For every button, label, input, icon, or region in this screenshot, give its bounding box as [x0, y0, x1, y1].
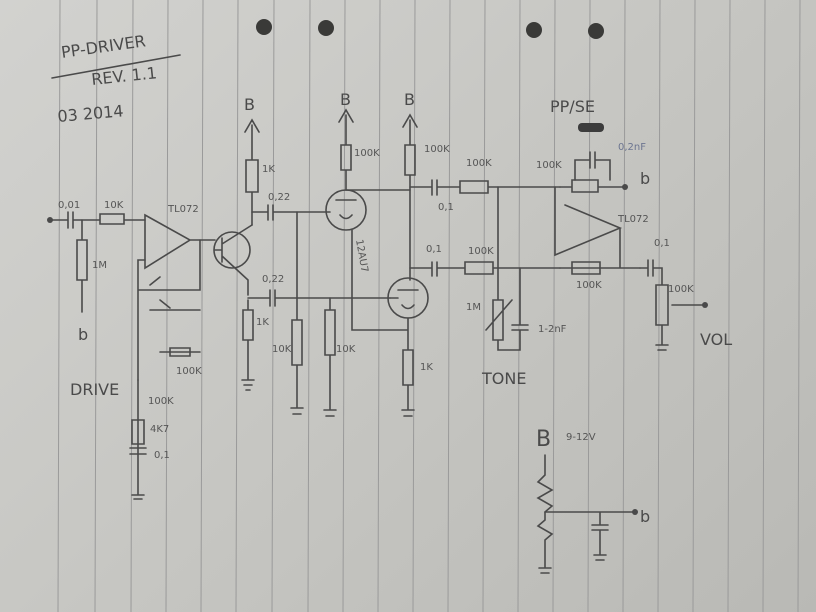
label-c-022b: 0,22	[262, 274, 284, 285]
label-c-out2: 0,1	[426, 244, 442, 255]
label-r-fb: 100K	[176, 366, 202, 377]
revision-text: REV. 1.1	[90, 63, 157, 89]
title-text: PP-DRIVER	[60, 31, 147, 62]
label-supply1: B	[244, 95, 255, 114]
output-stage-wires	[554, 151, 708, 351]
label-r-vol: 100K	[668, 284, 694, 295]
label-supply4: B	[536, 427, 551, 452]
label-r-cath: 1K	[420, 362, 433, 373]
label-vol: VOL	[700, 330, 732, 349]
label-c-fb: 0,2nF	[618, 142, 646, 153]
label-r-grid1: 10K	[272, 344, 292, 355]
label-r-grid2: 10K	[336, 344, 356, 355]
label-opamp1: TL072	[167, 204, 199, 215]
label-c-out1: 0,1	[438, 202, 454, 213]
label-supply2: B	[340, 90, 351, 109]
bias-supply-wires	[536, 454, 638, 574]
label-r-plate1: 100K	[354, 148, 380, 159]
label-tone: TONE	[481, 369, 526, 388]
label-r-sum: 100K	[536, 160, 562, 171]
label-c-in: 0,01	[58, 200, 80, 211]
label-c-022a: 0,22	[268, 192, 290, 203]
label-r-drive: 100K	[148, 396, 174, 407]
label-bias-node2: b	[640, 169, 650, 188]
label-r-4k7: 4K7	[150, 424, 169, 435]
label-supply3: B	[404, 90, 415, 109]
label-r-bias: 1M	[92, 260, 107, 271]
label-bias-node1: b	[78, 325, 88, 344]
label-c-tone: 1-2nF	[538, 324, 567, 335]
label-opamp2: TL072	[617, 214, 649, 225]
mixer-tone-wires	[409, 179, 561, 351]
label-r-mix2: 100K	[468, 246, 494, 257]
label-r-in: 10K	[104, 200, 124, 211]
label-drive: DRIVE	[70, 380, 119, 399]
label-ppse: PP/SE	[550, 97, 595, 116]
label-r-fb2: 100K	[576, 280, 602, 291]
date-text: 03 2014	[57, 101, 125, 126]
input-stage-wires	[47, 211, 216, 500]
transistor-stage-wires	[213, 118, 391, 417]
paper-rules	[57, 0, 801, 612]
label-c-drive: 0,1	[154, 450, 170, 461]
tube-stage-wires	[325, 108, 429, 417]
title-underline	[51, 54, 181, 79]
label-supply-range: 9-12V	[566, 432, 596, 443]
scribbled-out-mark	[578, 123, 604, 132]
label-r-coll: 1K	[262, 164, 275, 175]
label-tube: 12AU7	[353, 239, 370, 274]
label-r-emit: 1K	[256, 317, 269, 328]
label-r-plate2: 100K	[424, 144, 450, 155]
punch-holes	[256, 19, 604, 39]
label-r-tone: 1M	[466, 302, 481, 313]
label-r-mix1: 100K	[466, 158, 492, 169]
label-c-vol: 0,1	[654, 238, 670, 249]
label-bias-node3: b	[640, 507, 650, 526]
